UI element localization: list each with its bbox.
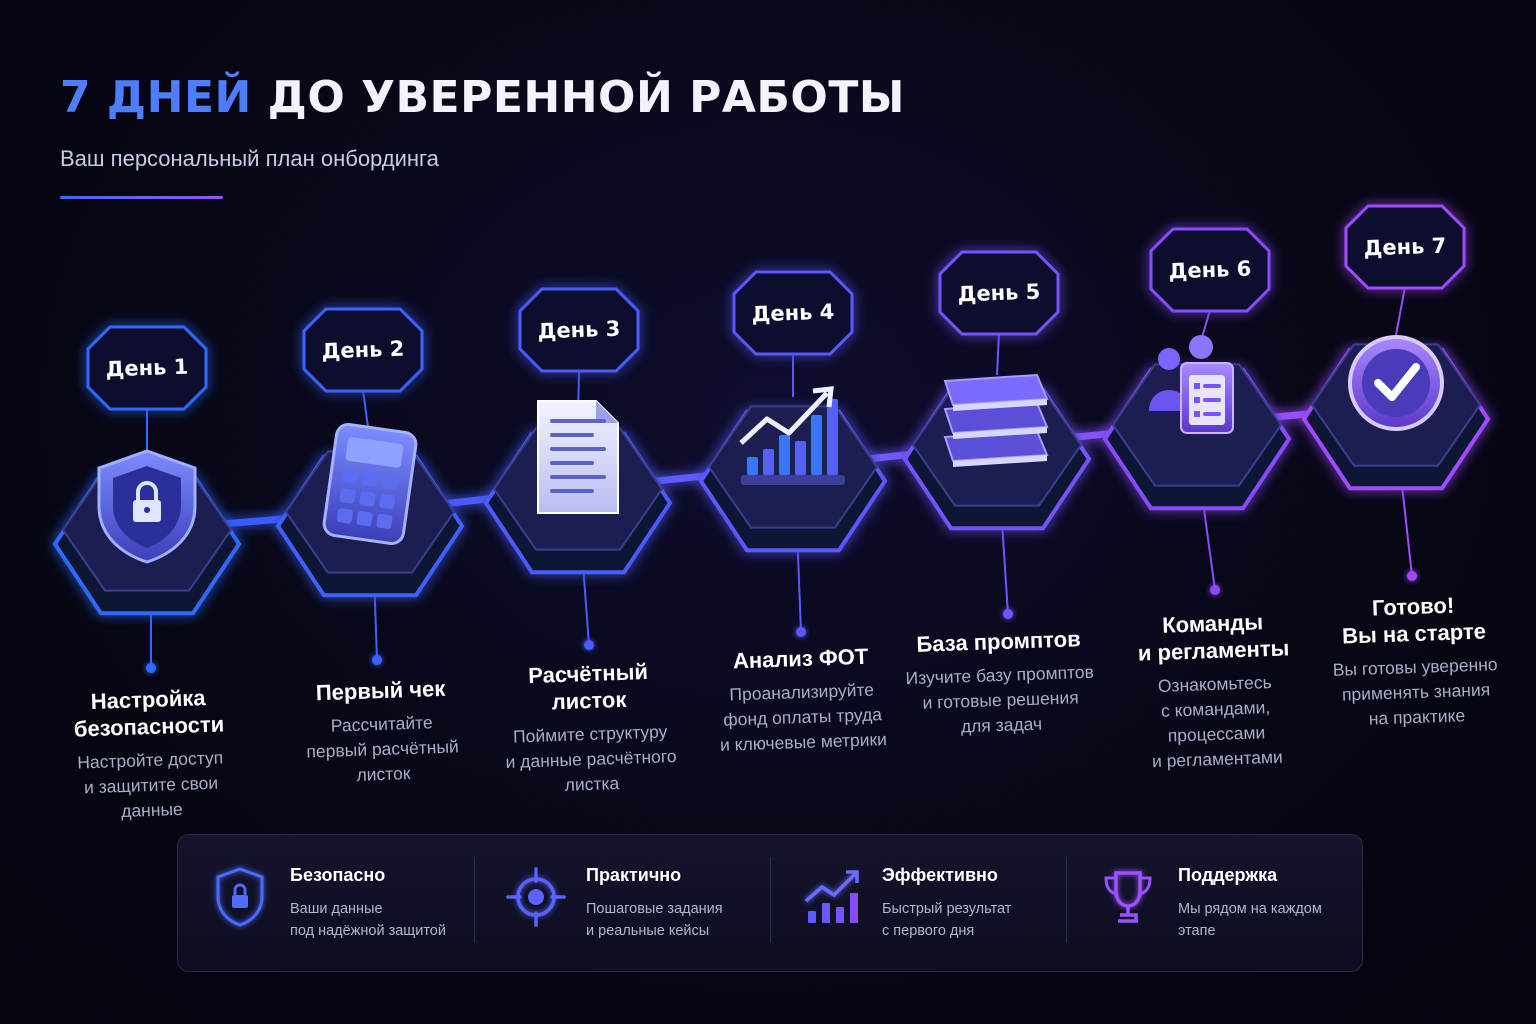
timeline-dot xyxy=(146,663,156,673)
day-description: Рассчитайте первый расчётный листок xyxy=(306,712,460,785)
connector-stem xyxy=(996,332,1000,376)
title-underline xyxy=(60,196,223,199)
timeline-dot xyxy=(584,640,594,650)
day-badge xyxy=(302,307,424,393)
trophy-icon xyxy=(1104,870,1152,923)
day-badge xyxy=(1149,227,1271,313)
day-badge xyxy=(938,250,1060,336)
day-description: Вы готовы уверенно применять знания на п… xyxy=(1332,654,1498,729)
connector-stem xyxy=(1395,286,1406,336)
calculator-icon xyxy=(322,423,418,545)
day-node xyxy=(52,325,242,673)
day-title: Настройка безопасности xyxy=(73,685,225,742)
timeline-dot xyxy=(796,627,806,637)
day-node xyxy=(275,307,465,665)
feature-desc: Пошаговые задания и реальные кейсы xyxy=(586,900,723,939)
feature-title: Поддержка xyxy=(1178,864,1278,885)
title-accent: 7 ДНЕЙ xyxy=(60,72,252,123)
timeline-dot xyxy=(1003,609,1013,619)
day-description: Настройте доступ и защитите свои данные xyxy=(76,747,224,822)
timeline-dot xyxy=(1407,571,1417,581)
title-rest: ДО УВЕРЕННОЙ РАБОТЫ xyxy=(267,72,905,123)
day-badge xyxy=(518,287,640,373)
growth-chart-icon xyxy=(739,386,845,485)
shield-lock-icon xyxy=(216,866,264,927)
timeline-dot xyxy=(1210,585,1220,595)
day-badge-label: День 1 xyxy=(105,354,189,382)
feature-title: Безопасно xyxy=(290,864,386,885)
checkmark-icon xyxy=(1348,335,1444,431)
feature-desc: Мы рядом на каждом этапе xyxy=(1178,900,1322,939)
books-icon xyxy=(943,373,1049,467)
growth-chart-icon xyxy=(804,869,859,923)
feature-title: Практично xyxy=(586,864,682,885)
day-node xyxy=(902,250,1092,619)
page-subtitle: Ваш персональный план онбординга xyxy=(60,146,439,171)
feature-item: Практично Пошаговые задания и реальные к… xyxy=(474,856,770,943)
target-icon xyxy=(506,866,566,927)
day-title: Расчётный листок xyxy=(527,658,649,715)
features-panel: Безопасно Ваши данные под надёжной защит… xyxy=(177,834,1363,972)
day-badge xyxy=(1344,204,1466,290)
day-badge xyxy=(86,325,208,411)
day-description: Поймите структуру и данные расчётного ли… xyxy=(505,721,677,795)
day-badge-label: День 7 xyxy=(1363,233,1447,261)
feature-desc: Быстрый результат с первого дня xyxy=(882,900,1012,939)
feature-desc: Ваши данные под надёжной защитой xyxy=(290,900,446,939)
feature-item: Поддержка Мы рядом на каждом этапе xyxy=(1066,856,1362,943)
day-node xyxy=(1301,204,1491,581)
shield-lock-icon xyxy=(97,449,197,564)
feature-item: Эффективно Быстрый результат с первого д… xyxy=(770,856,1066,943)
feature-item: Безопасно Ваши данные под надёжной защит… xyxy=(178,865,474,942)
page-title: 7 ДНЕЙ ДО УВЕРЕННОЙ РАБОТЫ xyxy=(60,72,905,123)
day-badge xyxy=(732,270,854,356)
day-node xyxy=(1102,227,1292,595)
day-title: Готово! Вы на старте xyxy=(1341,592,1487,649)
day-badge-label: День 6 xyxy=(1168,256,1252,284)
document-icon xyxy=(537,400,619,514)
day-node xyxy=(698,270,888,637)
team-checklist-icon xyxy=(1149,335,1234,434)
day-badge-label: День 5 xyxy=(957,279,1041,307)
day-badge-label: День 4 xyxy=(751,299,835,327)
day-node xyxy=(483,287,673,650)
day-badge-label: День 2 xyxy=(321,336,405,364)
timeline-dot xyxy=(372,655,382,665)
feature-title: Эффективно xyxy=(882,864,998,885)
day-badge-label: День 3 xyxy=(537,316,621,344)
day-description: Изучите базу промптов и готовые решения … xyxy=(905,661,1095,737)
